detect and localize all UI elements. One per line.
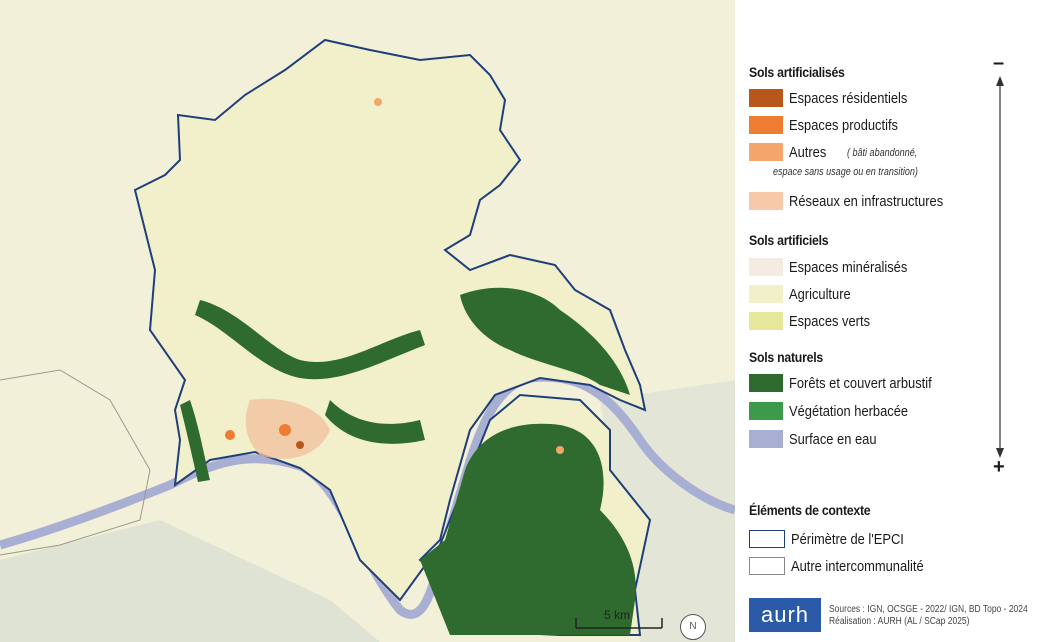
urban-other-2 bbox=[556, 446, 564, 454]
legend-item-green-spaces: Espaces verts bbox=[749, 312, 883, 330]
legend-item-forest: Forêts et couvert arbustif bbox=[749, 374, 955, 392]
legend-item-other-intercommunality: Autre intercommunalité bbox=[749, 557, 945, 575]
legend-swatch bbox=[749, 312, 783, 330]
forest-south bbox=[420, 423, 636, 635]
legend-swatch bbox=[749, 557, 785, 575]
legend-item-productive: Espaces productifs bbox=[749, 116, 916, 134]
map-svg bbox=[0, 38, 735, 642]
legend-note-other-line2: espace sans usage ou en transition) bbox=[773, 166, 918, 178]
urban-other-1 bbox=[374, 98, 382, 106]
legend-context-title: Éléments de contexte bbox=[749, 502, 871, 518]
legend-swatch bbox=[749, 374, 783, 392]
forest-northeast bbox=[460, 287, 630, 395]
legend-section-artificialised-title: Sols artificialisés bbox=[749, 64, 845, 80]
other-intercommunality bbox=[0, 369, 151, 556]
legend-item-water: Surface en eau bbox=[749, 430, 891, 448]
scale-bar bbox=[574, 606, 664, 630]
legend-item-grassland: Végétation herbacée bbox=[749, 402, 927, 420]
urban-residential-1 bbox=[296, 441, 304, 449]
aurh-logo: aurh bbox=[749, 598, 821, 632]
legend-swatch bbox=[749, 258, 783, 276]
credits-line: Réalisation : AURH (AL / SCap 2025) bbox=[829, 616, 970, 627]
scale-bar-label: 5 km bbox=[604, 608, 631, 622]
forest-valley bbox=[195, 300, 425, 380]
legend-item-other: Autres bbox=[749, 143, 832, 161]
legend-panel: Sols artificialisés Espaces résidentiels… bbox=[735, 0, 1055, 642]
legend-item-epci-perimeter: Périmètre de l'EPCI bbox=[749, 530, 922, 548]
legend-item-infrastructure: Réseaux en infrastructures bbox=[749, 192, 968, 210]
north-arrow-icon: N bbox=[680, 614, 706, 640]
urban-productive-2 bbox=[225, 430, 235, 440]
legend-section-natural-title: Sols naturels bbox=[749, 349, 823, 365]
legend-item-mineral: Espaces minéralisés bbox=[749, 258, 927, 276]
river-seine bbox=[0, 372, 735, 619]
scale-minus-sign: – bbox=[993, 52, 1005, 74]
legend-section-artificial-title: Sols artificiels bbox=[749, 232, 829, 248]
urban-productive-1 bbox=[279, 424, 291, 436]
context-wetland-southwest bbox=[0, 520, 380, 642]
map-canvas[interactable] bbox=[0, 0, 735, 642]
artificialisation-scale-arrow-icon bbox=[996, 76, 1004, 458]
forest-west-edge bbox=[180, 400, 210, 482]
legend-swatch bbox=[749, 285, 783, 303]
sources-line: Sources : IGN, OCSGE - 2022/ IGN, BD Top… bbox=[829, 604, 1028, 615]
legend-swatch bbox=[749, 89, 783, 107]
scale-plus-sign: + bbox=[993, 456, 1005, 478]
legend-swatch bbox=[749, 430, 783, 448]
legend-swatch bbox=[749, 402, 783, 420]
legend-note-other-line1: ( bâti abandonné, bbox=[847, 147, 918, 159]
legend-swatch bbox=[749, 116, 783, 134]
legend-swatch bbox=[749, 192, 783, 210]
forest-valley-2 bbox=[325, 400, 425, 444]
legend-swatch bbox=[749, 530, 785, 548]
legend-item-residential: Espaces résidentiels bbox=[749, 89, 927, 107]
legend-swatch bbox=[749, 143, 783, 161]
legend-item-agriculture: Agriculture bbox=[749, 285, 861, 303]
